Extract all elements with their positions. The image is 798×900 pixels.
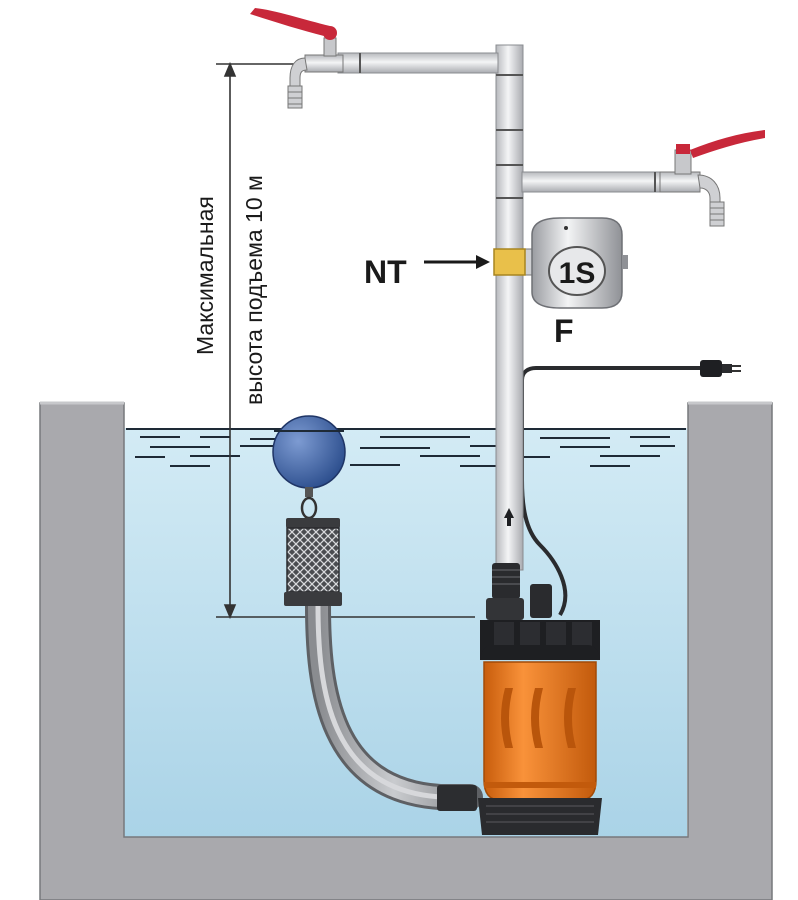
upper-pipe <box>337 52 499 74</box>
nt-fitting <box>493 248 526 276</box>
float-ball-icon <box>272 415 346 497</box>
height-label-line2: высота подъема 10 м <box>241 175 267 405</box>
arrow-icon <box>424 255 490 269</box>
height-label-line1: Максимальная <box>192 196 218 355</box>
pump-icon <box>478 563 602 835</box>
strainer-icon <box>284 496 342 606</box>
arrow-icon <box>504 508 514 526</box>
tap-valve-icon[interactable] <box>659 130 765 227</box>
lower-pipe <box>521 171 663 193</box>
power-cable <box>520 366 700 617</box>
nt-label: NT <box>364 254 407 290</box>
hose-fitting <box>437 785 477 811</box>
water-body <box>124 428 687 838</box>
riser-pipe <box>495 44 524 571</box>
tank-badge: 1S <box>559 257 596 290</box>
tap-valve-icon[interactable] <box>250 8 344 109</box>
height-dimension <box>216 61 475 620</box>
height-label: Максимальная высота подъема 10 м <box>192 175 267 405</box>
pressure-tank: 1S <box>519 217 628 309</box>
plug-icon <box>700 360 741 377</box>
f-label: F <box>554 313 574 349</box>
